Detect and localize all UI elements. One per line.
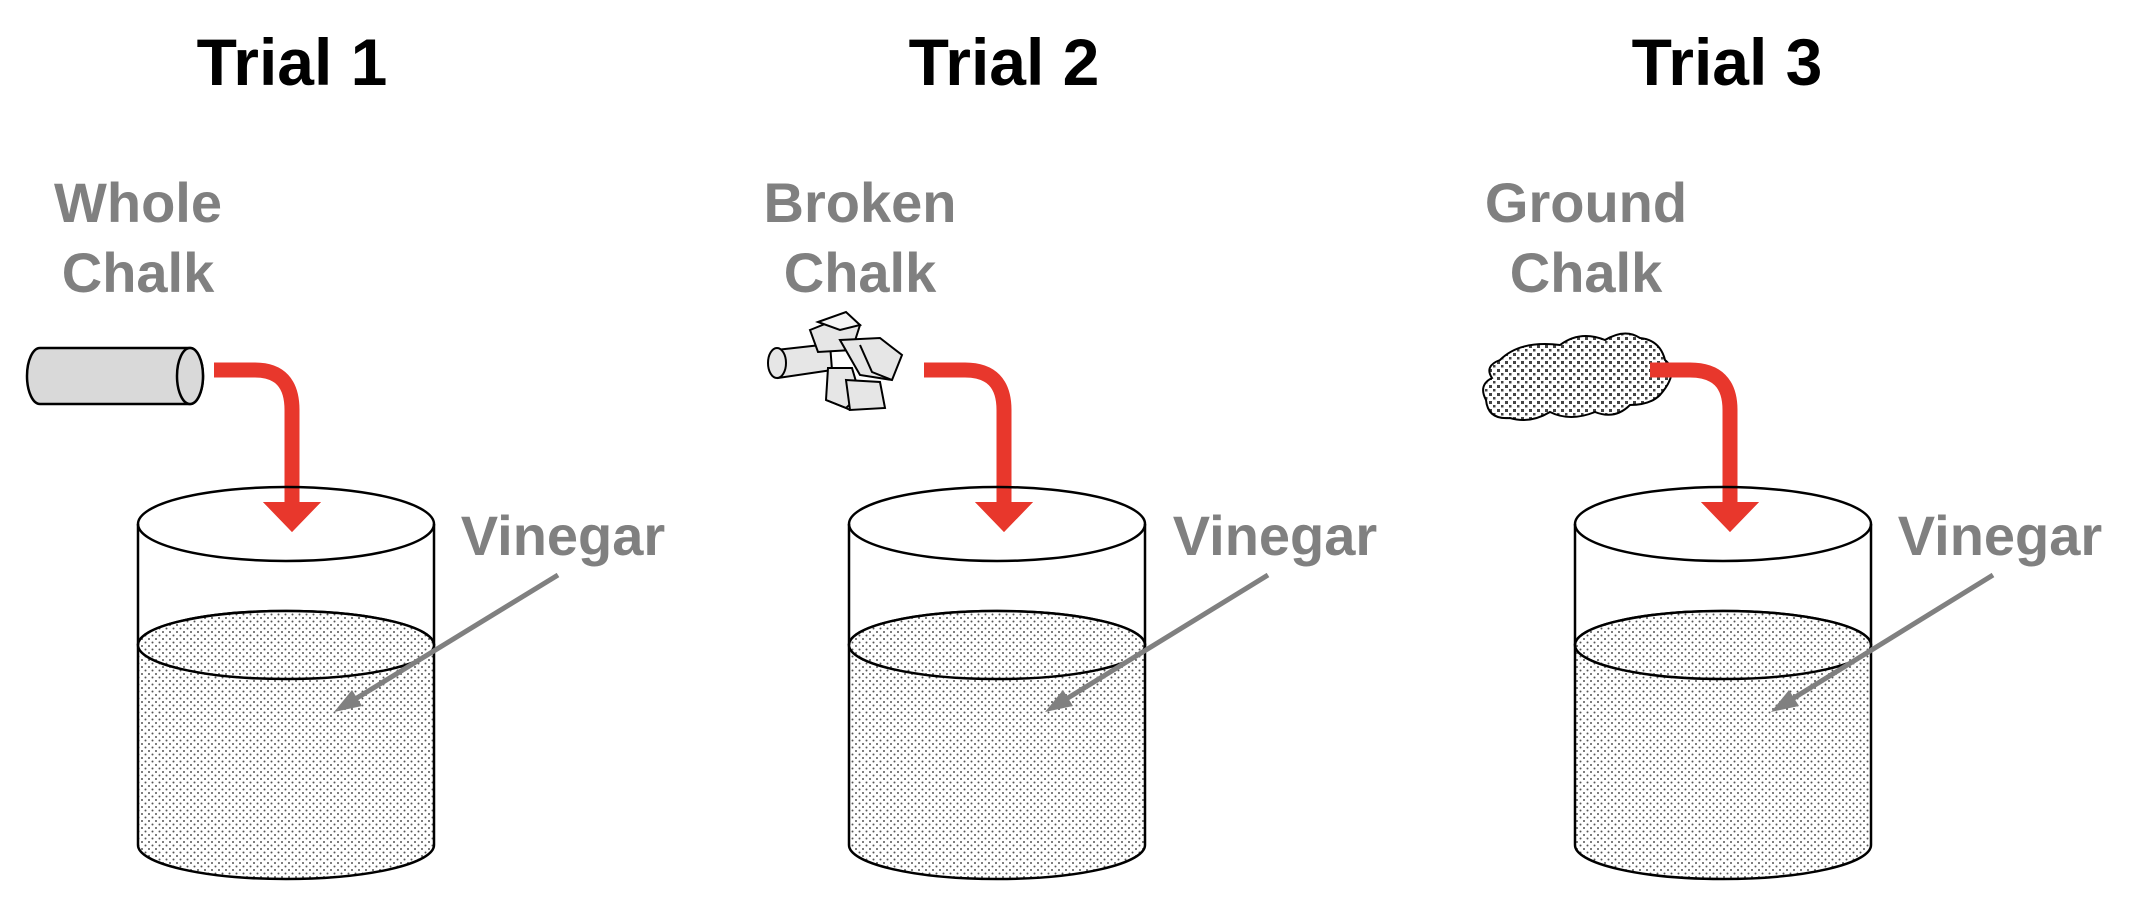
trial-2-chalk-label-line-2: Chalk [784, 241, 937, 304]
trial-2-panel: Trial 2 Broken Chalk Vinegar [764, 25, 1377, 881]
trial-3-vinegar-label: Vinegar [1898, 504, 2102, 567]
vinegar-pointer-arrow-icon [334, 572, 560, 712]
trial-2-vinegar-label: Vinegar [1173, 504, 1377, 567]
trial-2-title: Trial 2 [909, 25, 1100, 99]
beaker [1573, 485, 1873, 881]
trial-3-title: Trial 3 [1632, 25, 1823, 99]
trial-1-title: Trial 1 [197, 25, 388, 99]
beaker-rim [1573, 485, 1873, 563]
trial-1-panel: Trial 1 Whole Chalk Vinegar [25, 25, 665, 881]
trial-2-chalk-label-line-1: Broken [764, 171, 957, 234]
liquid-surface [847, 609, 1147, 681]
ground-chalk-icon [1482, 332, 1673, 421]
liquid-surface [1573, 609, 1873, 681]
trial-1-chalk-label-line-2: Chalk [62, 241, 215, 304]
beaker-rim [847, 485, 1147, 563]
beaker [847, 485, 1147, 881]
whole-chalk-icon [25, 346, 205, 406]
trial-1-vinegar-label: Vinegar [461, 504, 665, 567]
trial-1-chalk-label-line-1: Whole [54, 171, 222, 234]
beaker [136, 485, 436, 881]
trial-3-panel: Trial 3 Ground Chalk Vinegar [1482, 25, 2102, 881]
trial-3-chalk-label-line-2: Chalk [1510, 241, 1663, 304]
vinegar-pointer-arrow-icon [1771, 572, 1995, 712]
beaker-rim [136, 485, 436, 563]
vinegar-pointer-arrow-icon [1045, 572, 1270, 712]
liquid-surface [136, 609, 436, 681]
broken-chalk-icon [767, 310, 904, 412]
trial-3-chalk-label-line-1: Ground [1485, 171, 1687, 234]
